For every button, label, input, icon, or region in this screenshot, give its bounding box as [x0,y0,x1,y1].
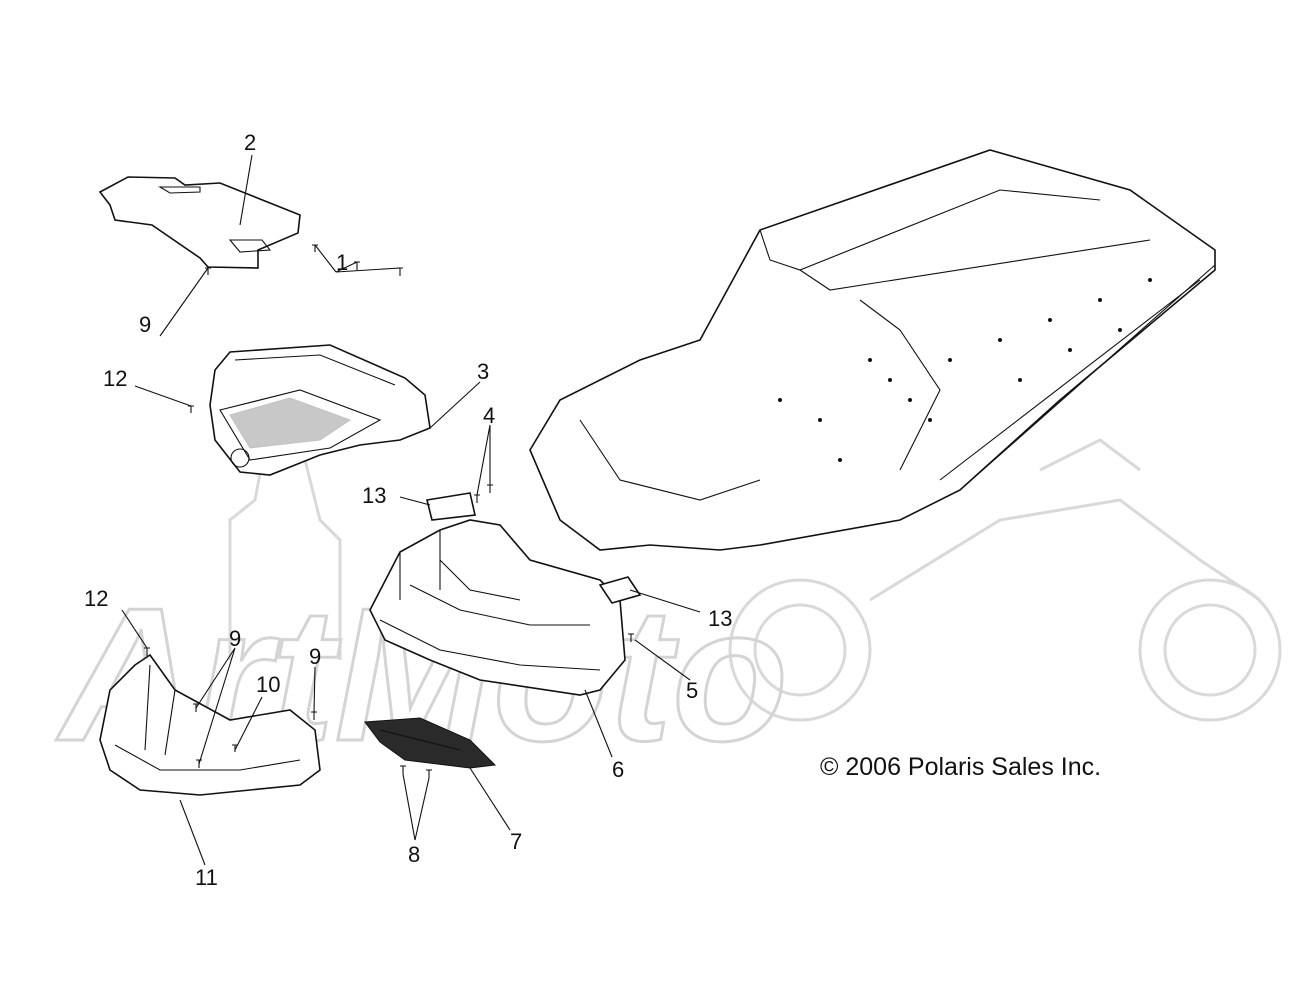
callout-7: 7 [510,829,522,854]
part-13-decal-a [426,492,476,521]
callout-1: 1 [336,250,348,275]
callout-9-left: 9 [229,626,241,651]
callout-10: 10 [256,672,280,697]
callout-2: 2 [244,130,256,155]
callout-11: 11 [195,865,218,890]
part-2-sheet [98,176,301,269]
callout-5: 5 [686,678,698,703]
callout-8: 8 [408,842,420,867]
leader-lines [121,154,701,866]
part-7-skid-plate [364,717,497,769]
callout-13-left: 13 [362,483,386,508]
part-11-bumper [99,653,321,796]
callout-9-top: 9 [139,312,151,337]
callout-12-top: 12 [103,366,127,391]
chassis-frame [529,149,1216,551]
callout-4: 4 [483,403,495,428]
part-13-decal-b [598,576,642,604]
callout-3: 3 [477,359,489,384]
part-3-pan-cover [209,344,431,476]
callout-13-right: 13 [708,606,732,631]
callout-6: 6 [612,757,624,782]
callout-9-right: 9 [309,644,321,669]
copyright-text: © 2006 Polaris Sales Inc. [820,753,1101,781]
callout-12-bottom: 12 [84,586,108,611]
